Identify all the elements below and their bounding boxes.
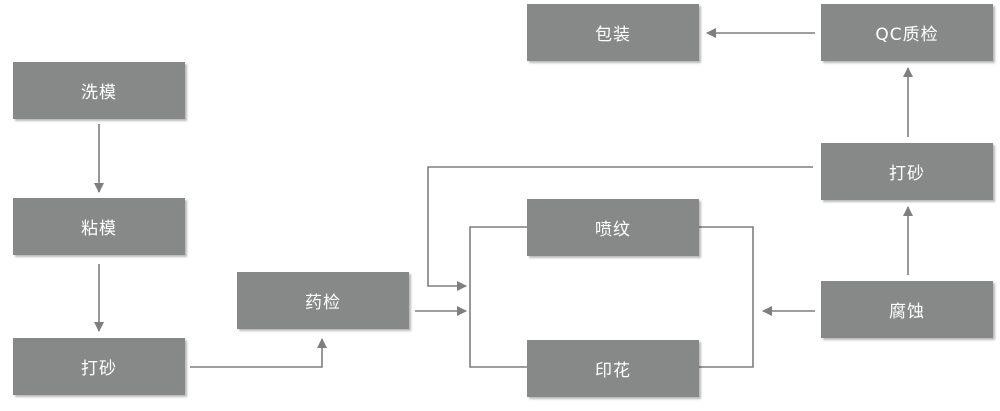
node-wash-mold: 洗模 <box>13 62 185 119</box>
connector-merge-bracket <box>699 226 754 368</box>
node-glue-mold: 粘模 <box>13 198 185 255</box>
node-label: 喷纹 <box>595 220 631 240</box>
node-label: 洗模 <box>81 83 117 103</box>
node-label: 印花 <box>595 361 631 381</box>
node-qc-inspection: QC质检 <box>821 4 993 61</box>
node-spray-texture: 喷纹 <box>527 199 699 256</box>
node-sanding-2: 打砂 <box>821 143 993 200</box>
node-label: QC质检 <box>875 25 939 45</box>
arrow-sanding-to-inspection <box>190 338 327 368</box>
node-etching: 腐蚀 <box>821 281 993 338</box>
node-label: 药检 <box>305 293 341 313</box>
node-packaging: 包装 <box>527 4 699 61</box>
node-sanding-1: 打砂 <box>13 338 185 395</box>
connector-branch-bracket <box>469 226 527 368</box>
node-label: 腐蚀 <box>889 302 925 322</box>
node-label: 打砂 <box>81 359 117 379</box>
arrow-sanding2-to-branch <box>427 166 813 291</box>
node-chemical-inspection: 药检 <box>237 272 409 329</box>
node-label: 包装 <box>595 25 631 45</box>
node-label: 打砂 <box>889 164 925 184</box>
node-printing: 印花 <box>527 340 699 397</box>
node-label: 粘模 <box>81 219 117 239</box>
